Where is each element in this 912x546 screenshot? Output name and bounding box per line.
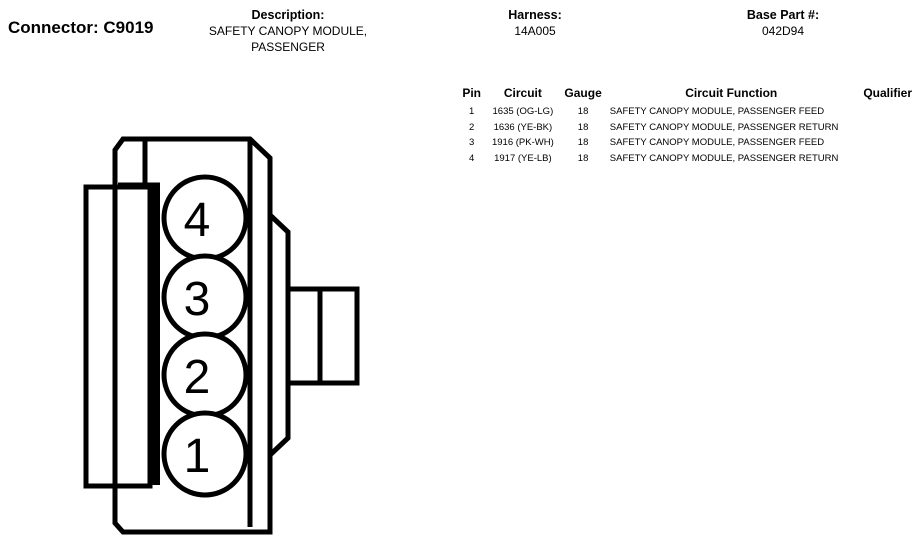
connector-right-tab: [288, 286, 360, 386]
pin-label-3: 3: [184, 273, 211, 326]
pin-cavity-1: [161, 410, 249, 498]
pin-cell: 2: [469, 121, 475, 133]
connector-title: Connector: C9019: [8, 18, 154, 37]
function-cell: SAFETY CANOPY MODULE, PASSENGER FEED: [609, 137, 825, 149]
base-part-value: 042D94: [761, 24, 805, 38]
pin-table-header-row: Pin Circuit Gauge Circuit Function Quali…: [458, 85, 912, 104]
pin-cell: 1: [469, 106, 475, 118]
harness-label: Harness:: [508, 8, 562, 22]
pin-label-1: 1: [184, 430, 211, 483]
pin-cell: 4: [469, 152, 475, 164]
connector-left-latch: [83, 184, 153, 489]
table-row: 4 1917 (YE-LB) 18 SAFETY CANOPY MODULE, …: [458, 151, 912, 167]
description-line-2: PASSENGER: [251, 40, 325, 54]
connector-housing-outline: [112, 136, 273, 535]
circuit-cell: 1916 (PK-WH): [491, 137, 554, 149]
circuit-cell: 1635 (OG-LG): [492, 106, 554, 118]
function-cell: SAFETY CANOPY MODULE, PASSENGER FEED: [609, 106, 825, 118]
circuit-cell: 1636 (YE-BK): [493, 121, 553, 133]
circuit-cell: 1917 (YE-LB): [494, 152, 552, 164]
function-cell: SAFETY CANOPY MODULE, PASSENGER RETURN: [609, 152, 839, 164]
column-header-circuit: Circuit: [503, 86, 542, 100]
pin-table: Pin Circuit Gauge Circuit Function Quali…: [458, 85, 912, 166]
description-block: Description: SAFETY CANOPY MODULE, PASSE…: [188, 7, 388, 55]
connector-inner-profile: [247, 139, 291, 527]
column-header-gauge: Gauge: [564, 86, 602, 100]
column-header-circuit-function: Circuit Function: [685, 86, 778, 100]
table-row: 2 1636 (YE-BK) 18 SAFETY CANOPY MODULE, …: [458, 120, 912, 136]
gauge-cell: 18: [577, 121, 589, 133]
pin-label-4: 4: [184, 194, 211, 247]
pin-cell: 3: [469, 137, 475, 149]
description-line-1: SAFETY CANOPY MODULE,: [208, 24, 368, 38]
harness-block: Harness: 14A005: [475, 7, 595, 39]
gauge-cell: 18: [577, 137, 589, 149]
terminal-channel: [150, 185, 160, 485]
base-part-label: Base Part #:: [746, 8, 820, 22]
column-header-pin: Pin: [462, 86, 482, 100]
pin-label-2: 2: [184, 351, 211, 404]
table-row: 3 1916 (PK-WH) 18 SAFETY CANOPY MODULE, …: [458, 135, 912, 151]
function-cell: SAFETY CANOPY MODULE, PASSENGER RETURN: [609, 121, 839, 133]
description-label: Description:: [251, 8, 325, 22]
harness-value: 14A005: [514, 24, 556, 38]
gauge-cell: 18: [577, 152, 589, 164]
base-part-block: Base Part #: 042D94: [713, 7, 853, 39]
gauge-cell: 18: [577, 106, 589, 118]
column-header-qualifier: Qualifier: [863, 86, 912, 100]
table-row: 1 1635 (OG-LG) 18 SAFETY CANOPY MODULE, …: [458, 104, 912, 120]
connector-inner-top: [118, 139, 160, 188]
